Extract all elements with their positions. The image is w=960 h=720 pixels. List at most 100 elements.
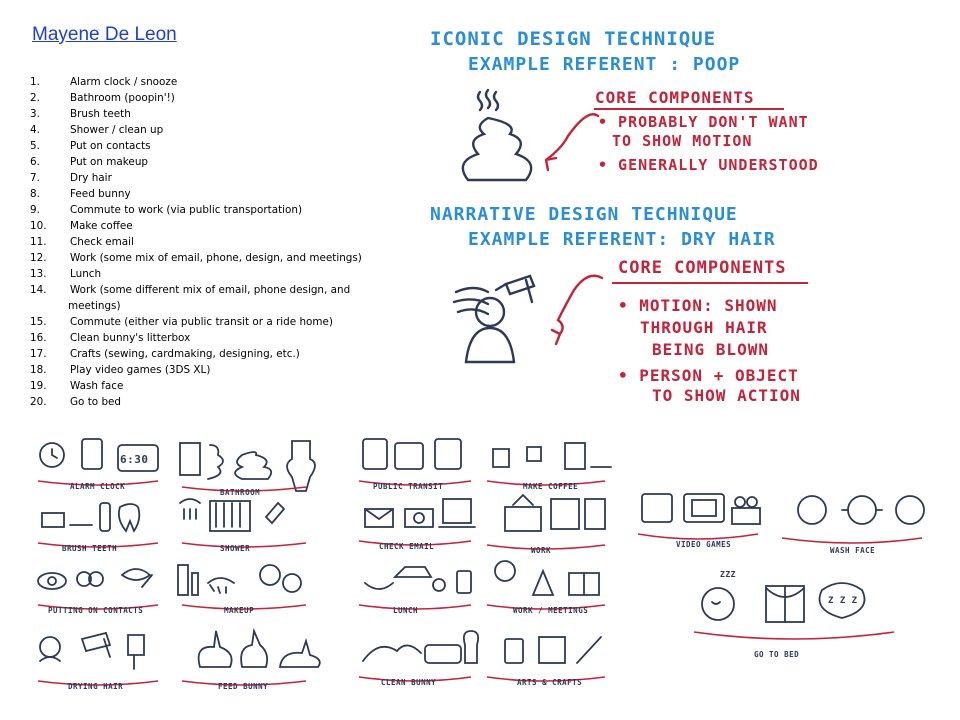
list-item: 19.Wash face	[30, 378, 390, 394]
label-go-to-bed: GO TO BED	[754, 650, 800, 659]
list-item-text: Make coffee	[70, 220, 133, 232]
label-putting-on-contacts: PUTTING ON CONTACTS	[48, 606, 144, 615]
list-item-text: Bathroom (poopin'!)	[70, 92, 175, 104]
list-item: 12.Work (some mix of email, phone, desig…	[30, 250, 390, 266]
list-item-continuation: meetings)	[68, 300, 121, 312]
list-item-number: 18.	[30, 364, 47, 376]
label-feed-bunny: FEED BUNNY	[218, 682, 269, 691]
label-bathroom: BATHROOM	[220, 488, 261, 497]
narrative-bullet-2a: • PERSON + OBJECT	[618, 366, 799, 385]
narrative-bullet-1a: • MOTION: SHOWN	[618, 296, 778, 315]
label-brush-teeth: BRUSH TEETH	[62, 544, 118, 553]
list-item-text: Dry hair	[70, 172, 112, 184]
list-item-text: Put on makeup	[70, 156, 149, 168]
label-work-meetings: WORK / MEETINGS	[513, 606, 589, 615]
list-item: 11. Check email	[30, 234, 390, 250]
list-item: 17. Crafts (sewing, cardmaking, designing…	[30, 346, 390, 362]
list-item: 14. Work (some different mix of email, ph…	[30, 282, 390, 298]
hair-dryer-person-icon	[452, 274, 604, 364]
narrative-bullet-2b: TO SHOW ACTION	[652, 386, 801, 405]
label-public-transit: PUBLIC TRANSIT	[373, 482, 444, 491]
sketch-sheet-morning-drawings	[37, 438, 321, 686]
label-alarm-clock: ALARM CLOCK	[70, 482, 126, 491]
narrative-core-label: CORE COMPONENTS	[618, 258, 787, 278]
list-item: 20. Go to bed	[30, 394, 390, 410]
label-video-games: VIDEO GAMES	[676, 540, 732, 549]
iconic-bullet-2: • GENERALLY UNDERSTOOD	[598, 156, 819, 174]
list-item-text: Shower / clean up	[70, 124, 164, 136]
list-item-text: Work (some different mix of email, phone…	[70, 284, 351, 296]
list-item: 2. Bathroom (poopin'!)	[30, 90, 390, 106]
list-item-number: 2.	[30, 92, 40, 104]
narrative-referent: EXAMPLE REFERENT: DRY HAIR	[468, 229, 776, 250]
list-item: 15.Commute (either via public transit or…	[30, 314, 390, 330]
label-make-coffee: MAKE COFFEE	[523, 482, 579, 491]
list-item-number: 14.	[30, 284, 47, 296]
list-item-number: 5.	[30, 140, 40, 152]
list-item: 4. Shower / clean up	[30, 122, 390, 138]
list-item: 7. Dry hair	[30, 170, 390, 186]
list-item: 13. Lunch	[30, 266, 390, 282]
list-item-text: Work (some mix of email, phone, design, …	[70, 252, 362, 264]
list-item-number: 8.	[30, 188, 40, 200]
list-item-text: Clean bunny's litterbox	[70, 332, 191, 344]
list-item-number: 15.	[30, 316, 47, 328]
list-item: 10. Make coffee	[30, 218, 390, 234]
narrative-title: NARRATIVE DESIGN TECHNIQUE	[430, 204, 738, 225]
label-drying-hair: DRYING HAIR	[68, 682, 124, 691]
list-item-number: 7.	[30, 172, 40, 184]
zzz-icon: ZZZ	[720, 570, 736, 579]
label-lunch: LUNCH	[393, 606, 419, 615]
list-item-number: 19.	[30, 380, 47, 392]
daily-routine-list: 1. Alarm clock / snooze 2. Bathroom (poopin…	[30, 74, 390, 410]
iconic-core-underline	[594, 108, 784, 110]
list-item-text: Check email	[70, 236, 134, 248]
narrative-core-underline	[612, 282, 808, 284]
zzz-icon-2: Z Z Z	[828, 596, 858, 606]
list-item-number: 13.	[30, 268, 47, 280]
list-item: 5. Put on contacts	[30, 138, 390, 154]
label-makeup: MAKEUP	[224, 606, 255, 615]
list-item: 8.Feed bunny	[30, 186, 390, 202]
list-item: 1. Alarm clock / snooze	[30, 74, 390, 90]
list-item-number: 4.	[30, 124, 40, 136]
list-item-text: Go to bed	[70, 396, 122, 408]
sketch-sheet-evening-drawings	[637, 493, 925, 640]
list-item-text: Alarm clock / snooze	[70, 76, 178, 88]
sketch-sheet-workday: PUBLIC TRANSIT MAKE COFFEE CHECK EMAIL W…	[355, 425, 623, 715]
list-item-text: Crafts (sewing, cardmaking, designing, e…	[70, 348, 300, 360]
iconic-bullet-1a: • PROBABLY DON'T WANT	[598, 113, 809, 131]
list-item: 6. Put on makeup	[30, 154, 390, 170]
list-item-number: 3.	[30, 108, 40, 120]
author-link[interactable]: Mayene De Leon	[32, 24, 177, 45]
list-item: 9.Commute to work (via public transporta…	[30, 202, 390, 218]
label-wash-face: WASH FACE	[830, 546, 876, 555]
list-item-text: Brush teeth	[70, 108, 131, 120]
list-item: 16. Clean bunny's litterbox	[30, 330, 390, 346]
poop-icon	[461, 88, 600, 182]
list-item-text: Lunch	[70, 268, 102, 280]
list-item-number: 17.	[30, 348, 47, 360]
iconic-referent: EXAMPLE REFERENT : POOP	[468, 54, 741, 75]
list-item-text: Put on contacts	[70, 140, 151, 152]
sketch-sheet-morning: ALARM CLOCK BATHROOM BRUSH TEETH SHOWER …	[30, 425, 335, 715]
label-work: WORK	[531, 546, 552, 555]
list-item: 18. Play video games (3DS XL)	[30, 362, 390, 378]
iconic-bullet-1b: TO SHOW MOTION	[612, 132, 753, 150]
list-item-number: 20.	[30, 396, 47, 408]
list-item-number: 11.	[30, 236, 47, 248]
label-clean-bunny: CLEAN BUNNY	[381, 678, 437, 687]
label-check-email: CHECK EMAIL	[379, 542, 435, 551]
label-shower: SHOWER	[220, 544, 251, 553]
iconic-core-label: CORE COMPONENTS	[595, 88, 755, 107]
list-item-number: 1.	[30, 76, 40, 88]
list-item-number: 6.	[30, 156, 40, 168]
narrative-bullet-1c: BEING BLOWN	[652, 340, 769, 359]
clock-display: 6:30	[120, 453, 149, 466]
list-item-number: 16.	[30, 332, 47, 344]
list-item-text: Commute to work (via public transportati…	[70, 204, 303, 216]
label-arts-crafts: ARTS & CRAFTS	[517, 678, 583, 687]
list-item: 3. Brush teeth	[30, 106, 390, 122]
list-item-text: Play video games (3DS XL)	[70, 364, 211, 376]
list-item-number: 10.	[30, 220, 47, 232]
